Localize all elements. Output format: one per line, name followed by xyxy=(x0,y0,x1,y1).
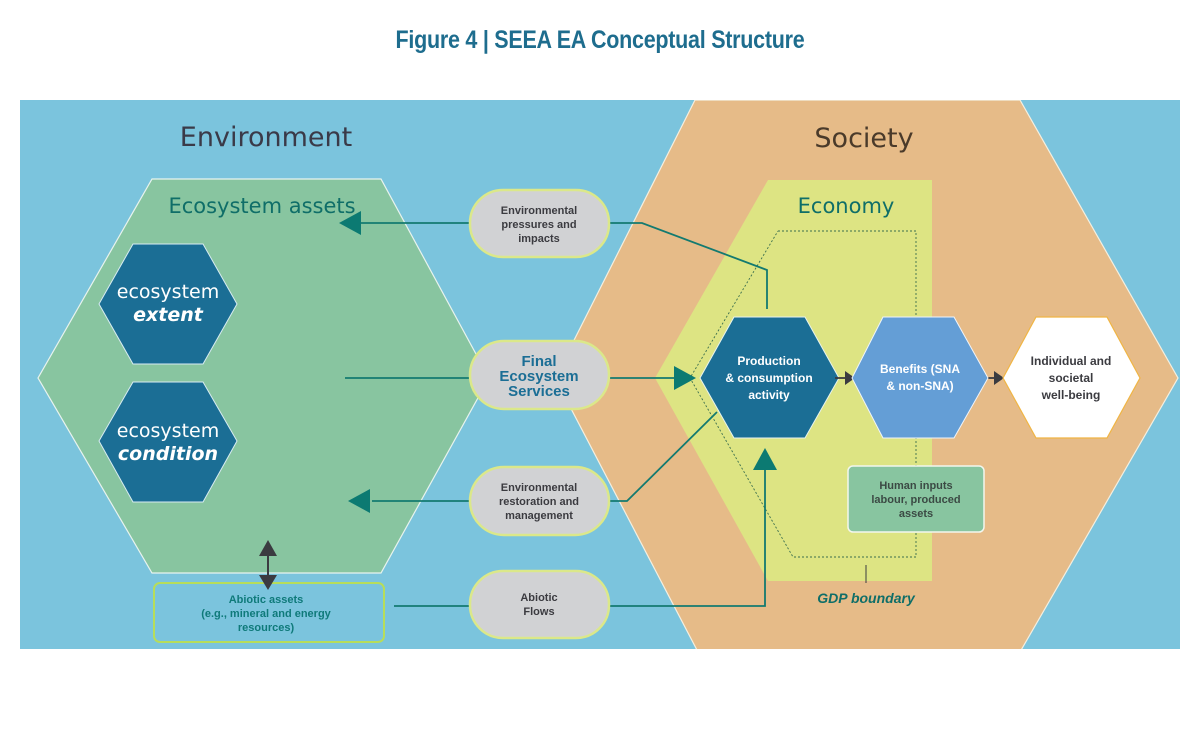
economy-label: Economy xyxy=(798,194,895,218)
final-services-line3: Services xyxy=(508,383,570,400)
pressures-line3: impacts xyxy=(518,233,560,245)
wellbeing-line1: Individual and xyxy=(1031,354,1112,368)
human-inputs-line3: assets xyxy=(899,508,933,520)
benefits-hex[interactable]: Benefits (SNA & non-SNA) xyxy=(851,316,989,439)
wellbeing-hex[interactable]: Individual and societal well-being xyxy=(1002,316,1141,439)
wellbeing-line3: well-being xyxy=(1041,388,1101,402)
abiotic-assets-line3: resources) xyxy=(238,622,295,634)
pressures-connector xyxy=(608,222,768,309)
production-line2: & consumption xyxy=(725,371,812,385)
ecosystem-condition-hex[interactable]: ecosystem condition xyxy=(98,381,238,503)
abiotic-flows-line2: Flows xyxy=(523,606,554,618)
production-hex[interactable]: Production & consumption activity xyxy=(699,316,840,439)
restoration-connector xyxy=(608,411,718,502)
arrowhead-to-assets-top-icon xyxy=(339,211,361,235)
restoration-line1: Environmental xyxy=(501,482,577,494)
restoration-line2: restoration and xyxy=(499,496,579,508)
human-inputs-line2: labour, produced xyxy=(871,494,960,506)
benefits-line2: & non-SNA) xyxy=(886,379,953,393)
abiotic-assets-line1: Abiotic assets xyxy=(229,594,304,606)
gdp-boundary-label: GDP boundary xyxy=(817,590,916,606)
final-services-pill[interactable]: Final Ecosystem Services xyxy=(468,339,611,411)
figure-title: Figure 4 | SEEA EA Conceptual Structure xyxy=(395,26,805,54)
pressures-line1: Environmental xyxy=(501,205,577,217)
arrowhead-to-assets-bottom-icon xyxy=(348,489,370,513)
environment-label: Environment xyxy=(180,122,352,153)
abiotic-flows-pill[interactable]: Abiotic Flows xyxy=(468,569,611,640)
condition-line1: ecosystem xyxy=(117,420,219,442)
extent-line2: extent xyxy=(133,304,204,326)
production-line1: Production xyxy=(737,354,800,368)
society-label: Society xyxy=(814,123,913,154)
ecosystem-extent-hex[interactable]: ecosystem extent xyxy=(98,243,238,365)
arrowhead-to-production-icon xyxy=(674,366,696,390)
gdp-boundary-outline xyxy=(689,230,917,558)
human-inputs-line1: Human inputs xyxy=(879,480,952,492)
restoration-line3: management xyxy=(505,510,573,522)
extent-line1: ecosystem xyxy=(117,281,219,303)
arrowhead-up-to-production-icon xyxy=(753,448,777,470)
pressures-line2: pressures and xyxy=(501,219,576,231)
pressures-pill[interactable]: Environmental pressures and impacts xyxy=(468,188,611,259)
arrow-benefits-to-wellbeing-icon xyxy=(994,371,1004,385)
wellbeing-line2: societal xyxy=(1049,371,1094,385)
abiotic-flows-line1: Abiotic xyxy=(520,592,557,604)
ecosystem-assets-label: Ecosystem assets xyxy=(168,194,355,218)
final-services-line1: Final xyxy=(521,353,556,370)
production-line3: activity xyxy=(748,388,790,402)
final-services-line2: Ecosystem xyxy=(499,368,578,385)
double-arrow-icon xyxy=(259,540,277,590)
restoration-pill[interactable]: Environmental restoration and management xyxy=(468,465,611,537)
abiotic-assets-box[interactable]: Abiotic assets (e.g., mineral and energy… xyxy=(153,582,385,643)
condition-line2: condition xyxy=(118,443,218,465)
abiotic-assets-line2: (e.g., mineral and energy xyxy=(201,608,331,620)
human-inputs-box[interactable]: Human inputs labour, produced assets xyxy=(847,465,985,533)
abiotic-to-production-connector xyxy=(608,468,766,607)
benefits-line1: Benefits (SNA xyxy=(880,362,960,376)
arrow-production-to-benefits-icon xyxy=(845,371,855,385)
